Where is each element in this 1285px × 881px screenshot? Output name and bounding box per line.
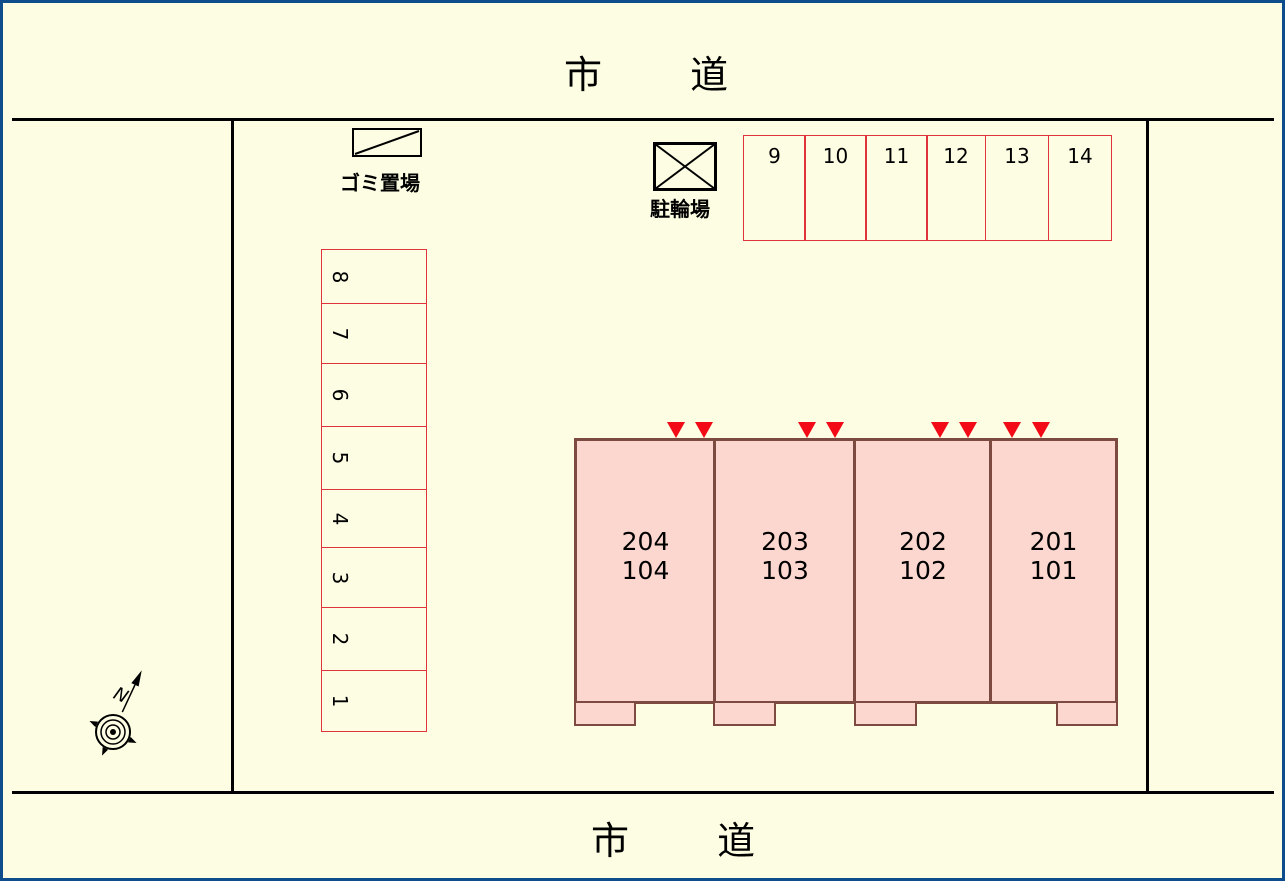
parking-slot-number: 9 [768, 144, 781, 168]
unit-upper-number: 203 [761, 527, 809, 556]
unit-step [1056, 701, 1118, 726]
garbage-area-label: ゴミ置場 [340, 171, 420, 195]
compass-icon [89, 670, 142, 756]
entrance-marker [667, 422, 685, 438]
unit-lower-number: 104 [621, 556, 670, 585]
parking-slot-9: 9 [743, 135, 806, 241]
entrance-marker [959, 422, 977, 438]
parking-slot-11: 11 [865, 135, 928, 241]
parking-slot-6: 6 [321, 363, 427, 427]
road-edge-top [12, 118, 1274, 121]
bicycle-parking-icon [653, 142, 717, 191]
parking-slot-2: 2 [321, 607, 427, 671]
parking-slot-5: 5 [321, 426, 427, 490]
parking-slot-8: 8 [321, 249, 427, 304]
parking-slot-number: 3 [328, 571, 352, 584]
entrance-marker [695, 422, 713, 438]
site-boundary-right [1146, 120, 1149, 792]
road-edge-bottom [12, 791, 1274, 794]
parking-slot-3: 3 [321, 547, 427, 608]
entrance-marker [826, 422, 844, 438]
parking-slot-4: 4 [321, 489, 427, 548]
parking-slot-number: 12 [943, 144, 969, 168]
parking-slot-number: 10 [822, 144, 849, 168]
unit-201-101: 201 101 [989, 438, 1118, 704]
unit-upper-number: 202 [899, 527, 947, 556]
unit-step [574, 701, 636, 726]
parking-slot-13: 13 [985, 135, 1049, 241]
entrance-marker [1032, 422, 1050, 438]
unit-203-103: 203 103 [713, 438, 857, 704]
parking-slot-number: 7 [328, 327, 352, 340]
unit-lower-number: 102 [899, 556, 947, 585]
parking-slot-number: 11 [883, 144, 910, 168]
parking-slot-number: 13 [1004, 144, 1030, 168]
parking-slot-14: 14 [1048, 135, 1112, 241]
parking-slot-number: 6 [328, 388, 352, 402]
site-boundary-left [231, 120, 234, 792]
road-label-top: 市 道 [564, 53, 767, 97]
parking-slot-10: 10 [804, 135, 867, 241]
unit-202-102: 202 102 [853, 438, 993, 704]
unit-lower-number: 103 [761, 556, 809, 585]
unit-204-104: 204 104 [574, 438, 717, 704]
entrance-marker [931, 422, 949, 438]
garbage-area-icon [352, 128, 422, 157]
parking-slot-number: 14 [1067, 144, 1093, 168]
parking-slot-number: 5 [328, 451, 352, 465]
parking-slot-number: 1 [328, 694, 352, 708]
entrance-marker [798, 422, 816, 438]
unit-upper-number: 201 [1029, 527, 1078, 556]
parking-slot-number: 2 [328, 632, 352, 646]
parking-slot-12: 12 [926, 135, 986, 241]
unit-upper-number: 204 [621, 527, 670, 556]
entrance-marker [1003, 422, 1021, 438]
unit-step [713, 701, 776, 726]
parking-slot-1: 1 [321, 670, 427, 732]
parking-slot-number: 4 [328, 512, 352, 525]
unit-step [854, 701, 917, 726]
unit-lower-number: 101 [1029, 556, 1078, 585]
parking-slot-number: 8 [328, 270, 352, 283]
road-label-bottom: 市 道 [591, 819, 794, 863]
bicycle-parking-label: 駐輪場 [650, 197, 710, 221]
parking-slot-7: 7 [321, 303, 427, 364]
